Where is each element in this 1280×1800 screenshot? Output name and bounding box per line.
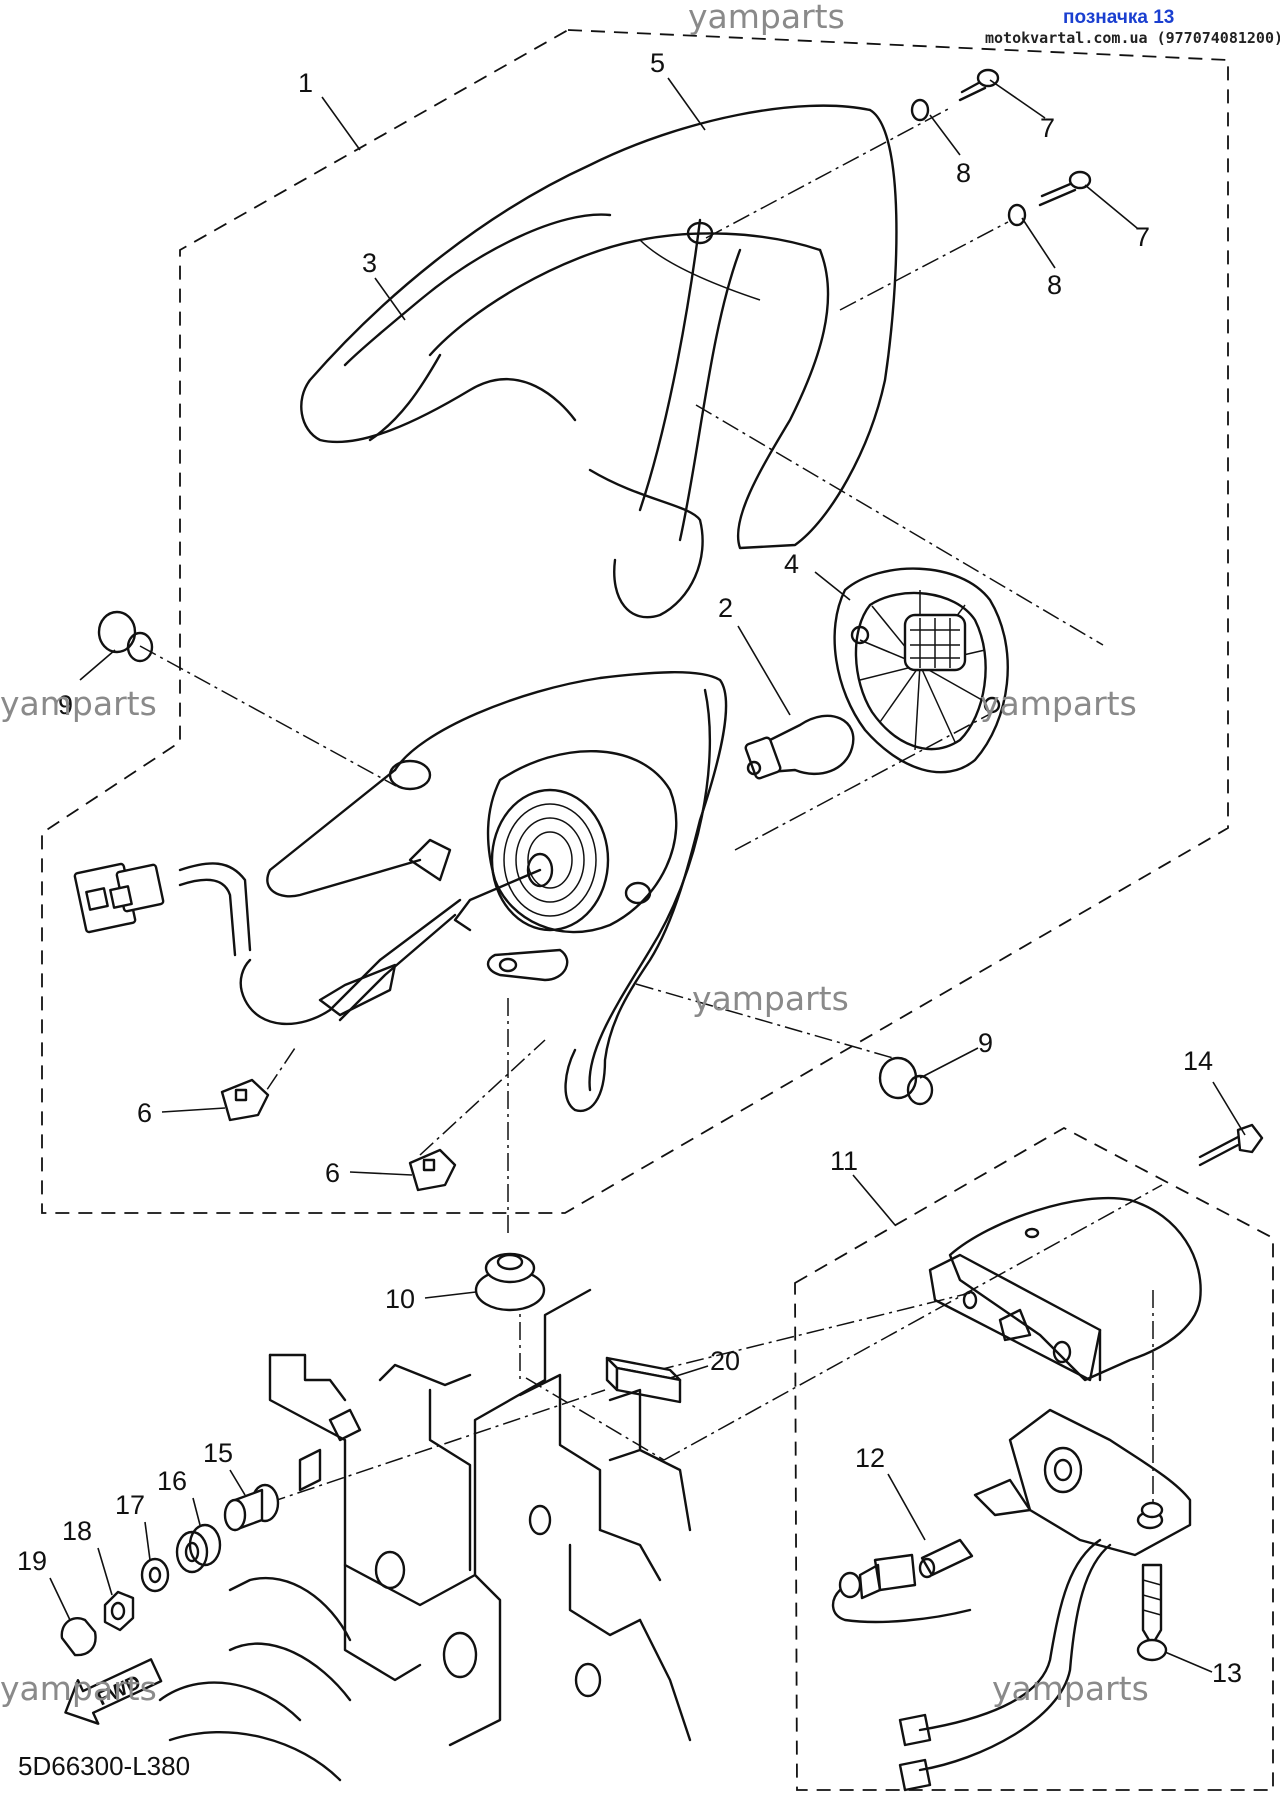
group-box-license-light: [794, 1126, 1274, 1791]
taillight-housing: [266, 671, 728, 1113]
washer-8-mid: [1007, 203, 1027, 227]
watermarks: yamparts yamparts yamparts yamparts yamp…: [0, 0, 1149, 1708]
callout-13: 13: [1212, 1658, 1242, 1688]
leader-lines: [139, 107, 1163, 1528]
watermark-bottom-left: yamparts: [0, 1669, 157, 1708]
callout-6-right: 6: [325, 1158, 340, 1188]
callout-6-left: 6: [137, 1098, 152, 1128]
callout-17: 17: [115, 1490, 145, 1520]
wire-harness: [73, 862, 462, 1026]
foam-strip-20: [605, 1356, 682, 1404]
screw-7-top: [958, 68, 1000, 102]
callout-7-top: 7: [1040, 113, 1055, 143]
callout-3: 3: [362, 248, 377, 278]
callout-8-top: 8: [956, 158, 971, 188]
header-label: позначка 13: [1063, 7, 1174, 28]
bulb: [744, 714, 855, 780]
collar-15: [223, 1483, 280, 1532]
watermark-center: yamparts: [692, 979, 849, 1018]
license-socket: [831, 1408, 1192, 1792]
grommet-9-top: [97, 610, 154, 663]
callout-12: 12: [855, 1443, 885, 1473]
callout-11: 11: [830, 1146, 858, 1176]
callout-1: 1: [298, 68, 313, 98]
damper-16: [175, 1523, 222, 1574]
callout-18: 18: [62, 1516, 92, 1546]
nut-18: [103, 1590, 135, 1632]
cap-19: [60, 1617, 97, 1657]
license-light: [928, 1196, 1202, 1382]
rear-cowl: [300, 104, 898, 619]
callout-pointers: [49, 77, 1246, 1673]
watermark-top: yamparts: [688, 0, 845, 36]
header-site: motokvartal.com.ua (977074081200): [985, 29, 1280, 47]
callout-9-top: 9: [58, 690, 73, 720]
callout-5: 5: [650, 48, 665, 78]
watermark-left: yamparts: [0, 684, 157, 723]
callout-9-right: 9: [978, 1028, 993, 1058]
watermark-bottom-right: yamparts: [992, 1669, 1149, 1708]
washer-8-top: [910, 98, 930, 122]
watermark-right: yamparts: [980, 684, 1137, 723]
grommet-10: [474, 1252, 546, 1312]
grommet-9-right: [878, 1056, 934, 1106]
clip-6-right: [408, 1148, 457, 1192]
callout-19: 19: [17, 1546, 47, 1576]
callout-7-mid: 7: [1135, 222, 1150, 252]
callout-14: 14: [1183, 1046, 1213, 1076]
callout-4: 4: [784, 549, 799, 579]
callout-10: 10: [385, 1284, 415, 1314]
callout-20: 20: [710, 1346, 740, 1376]
tail-lens: [833, 567, 1009, 774]
clip-6-left: [220, 1078, 270, 1122]
callout-15: 15: [203, 1438, 233, 1468]
diagram-code: 5D66300-L380: [18, 1751, 190, 1781]
screw-13: [1136, 1501, 1168, 1662]
callout-8-mid: 8: [1047, 270, 1062, 300]
callout-2: 2: [718, 593, 733, 623]
callout-16: 16: [157, 1466, 187, 1496]
rear-frame: [158, 1288, 692, 1782]
bolt-14: [1198, 1123, 1264, 1167]
screw-7-mid: [1038, 170, 1092, 207]
group-box-taillight: [41, 29, 1229, 1214]
callouts: 1 5 7 8 7 8 3 4 2 9 9 6 6 14 11 10 20 15…: [17, 48, 1242, 1688]
washer-17: [140, 1557, 170, 1593]
